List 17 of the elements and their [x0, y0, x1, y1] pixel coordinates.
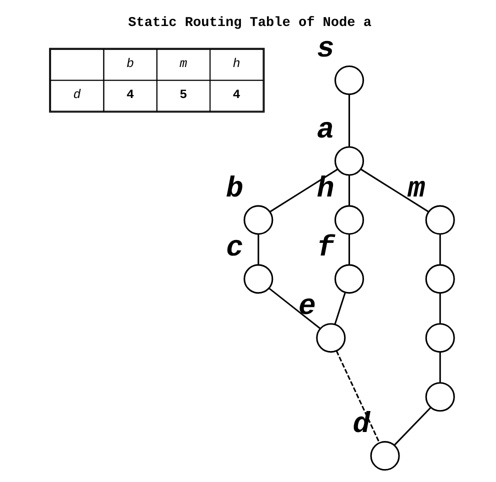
node-label: h [316, 172, 334, 206]
node-label: s [316, 32, 334, 66]
node-label: c [226, 231, 244, 264]
label: h [232, 57, 240, 72]
label: d [73, 88, 81, 102]
label: 5 [180, 88, 188, 102]
label: 4 [126, 88, 134, 102]
label: 4 [232, 88, 240, 102]
label: b [126, 57, 134, 72]
node-label: m [408, 172, 426, 206]
label: m [180, 57, 188, 72]
node-label: e [298, 290, 316, 324]
node-label: b [226, 172, 244, 206]
node-label: a [316, 113, 334, 146]
node-label: f [316, 231, 334, 264]
diagram-title: Static Routing Table of Node a [128, 16, 372, 31]
node-label: d [352, 408, 370, 442]
